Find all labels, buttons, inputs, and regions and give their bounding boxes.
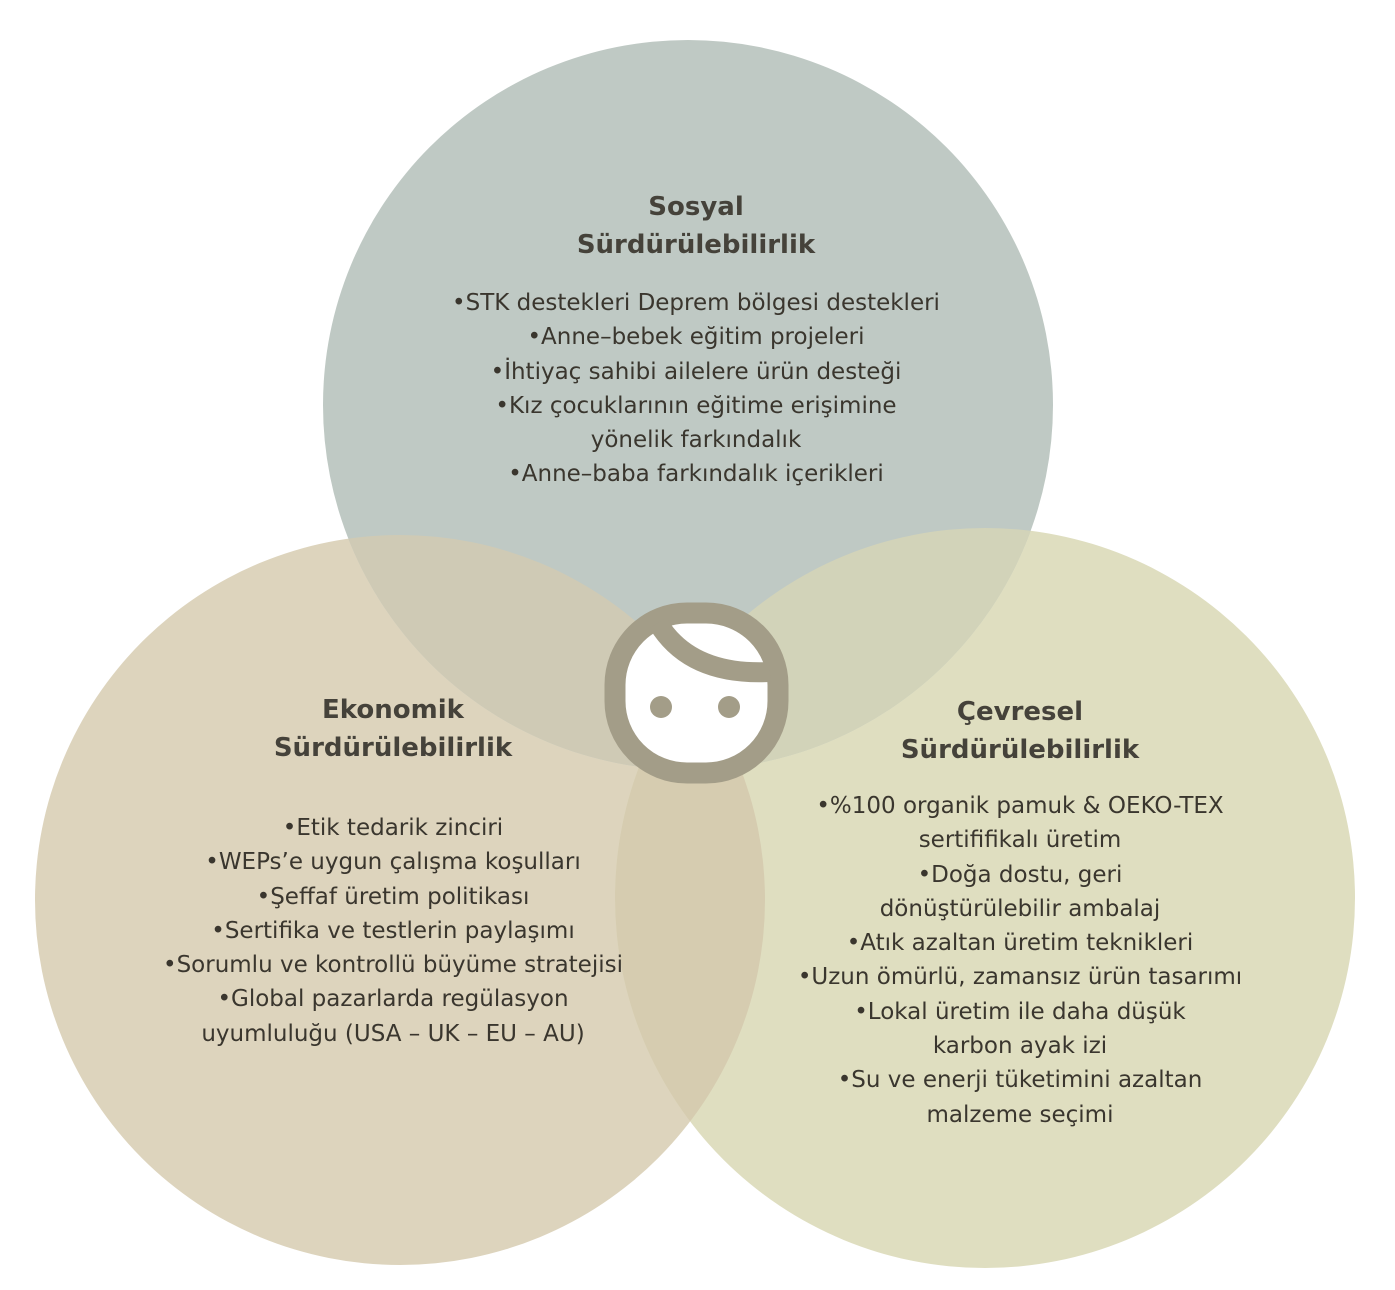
list-item: •%100 organik pamuk & OEKO-TEX — [816, 793, 1224, 819]
list-item: •İhtiyaç sahibi ailelere ürün desteği — [490, 358, 902, 385]
list-item: •Uzun ömürlü, zamansız ürün tasarımı — [797, 964, 1243, 991]
environmental-title-line1: Çevresel — [956, 697, 1084, 727]
list-item: •Sertifika ve testlerin paylaşımı — [211, 917, 575, 944]
social-title: Sosyal Sürdürülebilirlik — [452, 188, 940, 264]
list-item: malzeme seçimi — [926, 1101, 1114, 1128]
list-item: •Etik tedarik zinciri — [282, 815, 504, 841]
economic-title: Ekonomik Sürdürülebilirlik — [163, 691, 623, 767]
list-item: karbon ayak izi — [932, 1033, 1108, 1060]
social-environmental-overlap — [615, 528, 1053, 770]
list-item: uyumluluğu (USA – UK – EU – AU) — [201, 1020, 585, 1047]
list-item: •WEPs’e uygun çalışma koşulları — [205, 849, 581, 876]
economic-title-line2: Sürdürülebilirlik — [273, 733, 513, 763]
list-item: yönelik farkındalık — [590, 427, 802, 454]
list-item: •STK destekleri Deprem bölgesi destekler… — [452, 290, 940, 316]
list-item: •Su ve enerji tüketimini azaltan — [837, 1067, 1203, 1094]
list-item: •Anne–baba farkındalık içerikleri — [508, 461, 884, 488]
list-item: •Doğa dostu, geri — [917, 861, 1123, 888]
list-item: •Sorumlu ve kontrollü büyüme stratejisi — [163, 952, 623, 979]
social-title-line1: Sosyal — [648, 192, 744, 222]
economic-title-line1: Ekonomik — [322, 695, 464, 725]
environmental-title: Çevresel Sürdürülebilirlik — [798, 693, 1242, 769]
list-item: sertififikalı üretim — [918, 827, 1122, 854]
social-title-line2: Sürdürülebilirlik — [576, 230, 816, 260]
list-item: •Lokal üretim ile daha düşük — [854, 998, 1186, 1025]
list-item: •Atık azaltan üretim teknikleri — [846, 930, 1194, 957]
social-economic-overlap — [323, 535, 765, 770]
list-item: dönüştürülebilir ambalaj — [879, 895, 1161, 922]
environmental-section: Çevresel Sürdürülebilirlik •%100 organik… — [798, 693, 1242, 1132]
list-item: •Anne–bebek eğitim projeleri — [527, 324, 865, 351]
social-section: Sosyal Sürdürülebilirlik •STK destekleri… — [452, 188, 940, 492]
economic-section: Ekonomik Sürdürülebilirlik •Etik tedarik… — [163, 691, 623, 1051]
social-items: •STK destekleri Deprem bölgesi destekler… — [452, 286, 940, 492]
environmental-items: •%100 organik pamuk & OEKO-TEX sertififi… — [798, 789, 1242, 1132]
list-item: •Şeffaf üretim politikası — [256, 883, 530, 910]
child-face-icon — [604, 602, 789, 784]
environmental-title-line2: Sürdürülebilirlik — [900, 735, 1140, 765]
list-item: •Global pazarlarda regülasyon — [217, 986, 569, 1013]
economic-items: •Etik tedarik zinciri •WEPs’e uygun çalı… — [163, 811, 623, 1051]
list-item: •Kız çocuklarının eğitime erişimine — [495, 392, 897, 419]
